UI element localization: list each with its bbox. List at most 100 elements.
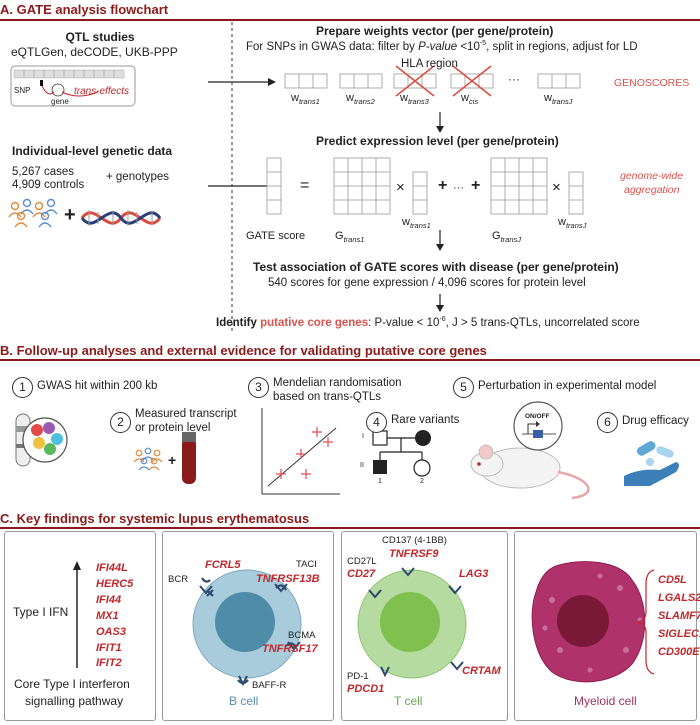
t-cell-label: T cell — [394, 694, 423, 708]
section-a-rule — [0, 19, 700, 21]
test-association-title: Test association of GATE scores with dis… — [253, 260, 619, 274]
genoscores-label: GENOSCORES — [614, 77, 690, 89]
on-off-label: ON/OFF — [525, 413, 550, 420]
label-cd137: CD137 (4-1BB) — [382, 535, 447, 546]
genome-wide-label: genome-wide — [620, 170, 684, 182]
myeloid-cell-label: Myeloid cell — [574, 694, 637, 708]
step-5-label: Perturbation in experimental model — [478, 380, 657, 392]
label-bcma: BCMA — [288, 630, 316, 641]
step-1-number: 1 — [12, 377, 33, 398]
label-baff-r: BAFF-R — [252, 680, 287, 691]
gene-label: gene — [51, 97, 69, 106]
weight-trans2: wtrans2 — [346, 92, 375, 107]
gene-cd5l: CD5L — [658, 574, 687, 586]
plus-sign: + — [64, 204, 76, 226]
weight-trans1: wtrans1 — [291, 92, 320, 107]
genotypes-label: + genotypes — [106, 171, 169, 183]
gene-fcrl5: FCRL5 — [205, 559, 241, 571]
gene-tnfrsf17: TNFRSF17 — [262, 643, 318, 655]
aggregation-label: aggregation — [624, 184, 680, 196]
hla-region-label: HLA region — [401, 58, 458, 70]
qtl-studies-title: QTL studies — [65, 30, 135, 44]
b-cell-label: B cell — [229, 694, 259, 708]
step-1-label: GWAS hit within 200 kb — [37, 380, 158, 392]
label-taci: TACI — [296, 559, 317, 570]
gene-cd27: CD27 — [347, 568, 376, 580]
g-trans1-label: Gtrans1 — [335, 230, 365, 245]
gene-tnfrsf13b: TNFRSF13B — [256, 573, 320, 585]
gene-pdcd1: PDCD1 — [347, 683, 385, 695]
pathway-label-1: Core Type I interferon — [14, 677, 130, 691]
step-3-label-2: based on trans-QTLs — [273, 391, 382, 403]
qtl-sources: eQTLGen, deCODE, UKB-PPP — [11, 45, 178, 59]
t-cell-panel — [341, 531, 508, 721]
w-trans1-label: wtrans1 — [402, 216, 431, 231]
section-a-lines — [8, 22, 584, 332]
gene-siglec1: SIGLEC1 — [658, 628, 700, 640]
ifn-panel — [4, 531, 156, 721]
gene-lag3: LAG3 — [459, 568, 489, 580]
ifn-gene-ifi44l: IFI44L — [96, 562, 128, 574]
pedigree-ind-2: 2 — [420, 478, 424, 485]
weight-transJ: wtransJ — [544, 92, 573, 107]
gene-crtam: CRTAM — [462, 665, 501, 677]
predict-expression-title: Predict expression level (per gene/prote… — [316, 134, 559, 148]
section-b-illustrations — [15, 401, 679, 500]
label-pd1: PD-1 — [347, 671, 369, 682]
equals-sign: = — [300, 177, 310, 194]
g-transJ-label: GtransJ — [492, 230, 521, 245]
section-c-title: C. Key findings for systemic lupus eryth… — [0, 511, 310, 526]
ifn-gene-herc5: HERC5 — [96, 578, 134, 590]
pathway-label-2: signalling pathway — [25, 694, 124, 708]
step-2-number: 2 — [110, 412, 131, 433]
plus-sign-2: + — [438, 177, 448, 194]
ifn-gene-ifit2: IFIT2 — [96, 657, 122, 669]
individual-data-title: Individual-level genetic data — [12, 144, 173, 158]
pedigree-ind-1: 1 — [378, 478, 382, 485]
prepare-weights-title: Prepare weights vector (per gene/protein… — [316, 24, 554, 38]
step-5-number: 5 — [453, 377, 474, 398]
gate-score-label: GATE score — [246, 230, 306, 242]
step-2-plus: + — [168, 452, 177, 468]
step-4-label: Rare variants — [391, 414, 460, 426]
identify-core-genes-line: Identify putative core genes: P-value < … — [216, 316, 640, 329]
pedigree-gen-1: I — [362, 433, 364, 440]
ellipsis-2: ··· — [453, 182, 464, 194]
pedigree-gen-2: II — [360, 462, 364, 469]
test-association-line: 540 scores for gene expression / 4,096 s… — [268, 277, 586, 289]
trans-effects-label: trans-effects — [74, 86, 130, 97]
snp-label: SNP — [14, 86, 31, 95]
step-6-label: Drug efficacy — [622, 415, 689, 427]
step-3-label: Mendelian randomisation — [273, 377, 402, 389]
w-transJ-label: wtransJ — [558, 216, 587, 231]
step-2-label-2: or protein level — [135, 422, 211, 434]
ifn-gene-oas3: OAS3 — [96, 626, 126, 638]
step-4-number: 4 — [366, 412, 387, 433]
gene-tnfrsf9: TNFRSF9 — [389, 548, 439, 560]
gene-cd300e: CD300E — [658, 646, 700, 658]
prepare-weights-line: For SNPs in GWAS data: filter by P-value… — [246, 40, 638, 53]
section-c-rule — [0, 527, 700, 529]
ifn-gene-ifit1: IFIT1 — [96, 642, 122, 654]
label-bcr: BCR — [168, 574, 189, 585]
section-b-title: B. Follow-up analyses and external evide… — [0, 343, 487, 358]
gene-slamf7: SLAMF7 — [658, 610, 700, 622]
ifn-gene-mx1: MX1 — [96, 610, 119, 622]
plus-sign-3: + — [471, 177, 481, 194]
section-a-title: A. GATE analysis flowchart — [0, 2, 169, 17]
controls-count: 4,909 controls — [12, 179, 85, 191]
times-sign-2: × — [552, 179, 561, 196]
ellipsis-1: ··· — [508, 72, 520, 86]
step-2-label: Measured transcript — [135, 408, 237, 420]
myeloid-cell-panel — [514, 531, 697, 721]
step-3-number: 3 — [248, 377, 269, 398]
step-6-number: 6 — [597, 412, 618, 433]
cases-count: 5,267 cases — [12, 166, 75, 178]
weight-trans3: wtrans3 — [400, 92, 429, 107]
b-cell-panel — [162, 531, 334, 721]
section-b-rule — [0, 359, 700, 361]
label-cd27l: CD27L — [347, 556, 377, 567]
gene-lgals2: LGALS2 — [658, 592, 700, 604]
weight-cis: wcis — [461, 92, 479, 107]
